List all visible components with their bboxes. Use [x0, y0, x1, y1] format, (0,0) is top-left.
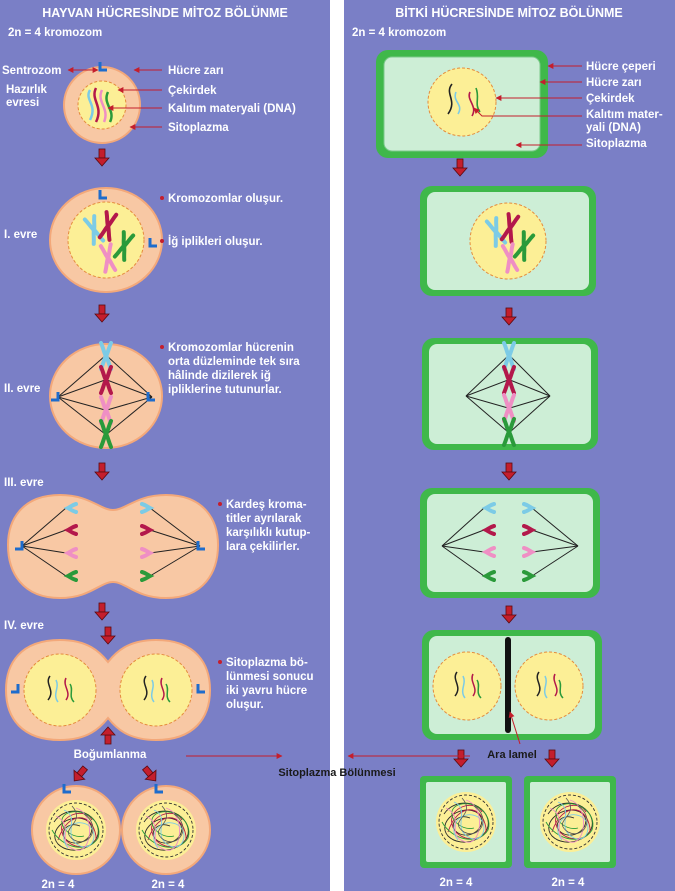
stage-4-note-line-3: iki yavru hücre	[226, 685, 307, 697]
animal-prophase-cell	[49, 187, 163, 293]
label-plant-cell-membrane: Hücre zarı	[586, 77, 642, 89]
animal-interphase-cell	[63, 60, 141, 144]
stage-4-label: IV. evre	[4, 620, 44, 632]
plant-prophase-cell	[420, 186, 596, 296]
animal-title: HAYVAN HÜCRESİNDE MİTOZ BÖLÜNME	[42, 5, 288, 20]
plant-result-left: 2n = 4	[440, 877, 474, 889]
label-cell-wall: Hücre çeperi	[586, 61, 656, 73]
stage-1-label: I. evre	[4, 229, 37, 241]
label-preparation-1: Hazırlık	[6, 84, 48, 96]
stage-3-note-line-2: titler ayrılarak	[226, 513, 302, 525]
animal-result-left: 2n = 4	[42, 879, 76, 891]
label-genetic-material: Kalıtım materyali (DNA)	[168, 103, 296, 115]
stage-4-note-line-1: Sitoplazma bö-	[226, 657, 308, 669]
label-plant-genetic-material-1: Kalıtım mater-	[586, 109, 663, 121]
plant-chromosome-count: 2n = 4 kromozom	[352, 27, 446, 39]
animal-metaphase-cell	[49, 341, 163, 449]
stage-2-note-line-3: hâlinde dizilerek iğ	[168, 370, 271, 382]
plant-daughter-cell-right	[524, 776, 616, 868]
stage-2-note-line-4: ipliklerine tutunurlar.	[168, 384, 282, 396]
animal-anaphase-cell	[6, 493, 220, 600]
animal-chromosome-count: 2n = 4 kromozom	[8, 27, 102, 39]
plant-anaphase-cell	[420, 488, 600, 598]
stage-3-note-line-4: lara çekilirler.	[226, 541, 300, 553]
label-nucleus: Çekirdek	[168, 85, 217, 97]
stage-3-label: III. evre	[4, 477, 44, 489]
plant-title: BİTKİ HÜCRESİNDE MİTOZ BÖLÜNME	[395, 5, 623, 20]
animal-telophase-cell	[4, 638, 212, 742]
label-cell-membrane: Hücre zarı	[168, 65, 224, 77]
label-plant-nucleus: Çekirdek	[586, 93, 635, 105]
stage-1-note-a: Kromozomlar oluşur.	[168, 193, 283, 205]
label-cytoplasm: Sitoplazma	[168, 122, 229, 134]
stage-2-note-line-2: orta düzleminde tek sıra	[168, 356, 300, 368]
label-centrosome: Sentrozom	[2, 65, 61, 77]
stage-4-note-line-2: lünmesi sonucu	[226, 671, 314, 683]
label-plant-cytoplasm: Sitoplazma	[586, 138, 647, 150]
label-cell-plate: Ara lamel	[487, 749, 537, 761]
stage-2-note-line-1: Kromozomlar hücrenin	[168, 342, 294, 354]
animal-result-right: 2n = 4	[152, 879, 186, 891]
animal-daughter-cell-right	[121, 782, 211, 875]
animal-daughter-cell-left	[31, 782, 121, 875]
stage-3-note-line-1: Kardeş kroma-	[226, 499, 307, 511]
stage-1-note-b: İğ iplikleri oluşur.	[168, 235, 263, 248]
plant-daughter-cell-left	[420, 776, 512, 868]
plant-result-right: 2n = 4	[552, 877, 586, 889]
stage-3-note-line-3: karşılıklı kutup-	[226, 527, 311, 539]
stage-4-note-line-4: oluşur.	[226, 699, 264, 711]
animal-panel	[0, 0, 330, 891]
label-plant-genetic-material-2: yali (DNA)	[586, 122, 641, 134]
center-caption: Sitoplazma Bölünmesi	[278, 767, 395, 779]
label-furrowing: Boğumlanma	[74, 749, 147, 761]
stage-2-label: II. evre	[4, 383, 40, 395]
plant-telophase-cell	[422, 630, 602, 740]
plant-interphase-cell	[376, 50, 548, 158]
label-preparation-2: evresi	[6, 97, 39, 109]
plant-metaphase-cell	[422, 338, 598, 450]
